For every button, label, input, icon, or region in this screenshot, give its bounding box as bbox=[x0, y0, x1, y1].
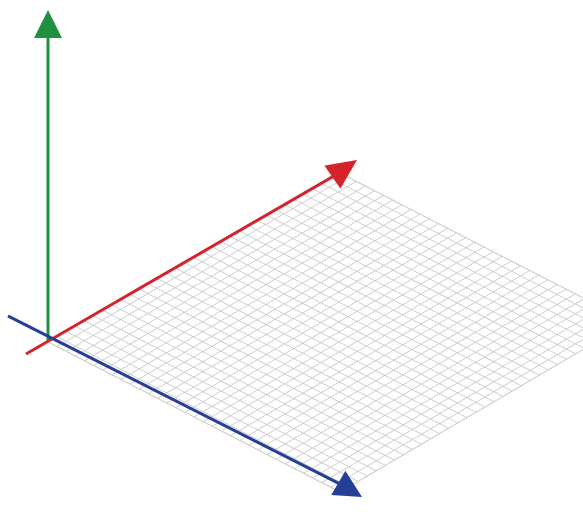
grid-line-v bbox=[292, 198, 583, 349]
grid-line-v bbox=[192, 256, 486, 408]
grid-line-v bbox=[229, 235, 522, 387]
grid-line-v bbox=[111, 304, 404, 456]
horizontal-arrowhead-icon bbox=[331, 470, 362, 497]
depth-axis bbox=[25, 160, 357, 356]
grid-line-v bbox=[328, 176, 583, 309]
grid-line-u bbox=[339, 348, 583, 493]
grid-line-v bbox=[129, 293, 422, 445]
grid-line-v bbox=[56, 336, 350, 488]
grid-line-v bbox=[84, 320, 377, 472]
grid-line-v bbox=[319, 182, 583, 319]
grid-line-v bbox=[274, 208, 567, 360]
grid-line-v bbox=[310, 187, 583, 329]
grid-line-v bbox=[147, 283, 440, 434]
grid-line-v bbox=[120, 299, 413, 450]
grid-line-v bbox=[247, 224, 540, 376]
grid-line-v bbox=[183, 261, 477, 413]
grid-line-v bbox=[102, 309, 395, 461]
grid-line-v bbox=[301, 192, 583, 339]
grid-line-v bbox=[165, 272, 458, 424]
axes-group bbox=[7, 10, 362, 497]
grid-line-v bbox=[201, 251, 495, 403]
grid-line-v bbox=[283, 203, 576, 355]
grid-plane bbox=[47, 171, 583, 493]
grid-line-v bbox=[256, 219, 549, 371]
grid-line-v bbox=[337, 171, 583, 299]
vertical-arrowhead-icon bbox=[34, 10, 62, 38]
grid-line-v bbox=[65, 331, 359, 482]
grid-line-u bbox=[321, 329, 583, 483]
horizontal-axis bbox=[7, 314, 362, 497]
grid-line-v bbox=[220, 240, 513, 392]
grid-line-v bbox=[265, 214, 558, 365]
grid-line-v bbox=[174, 267, 468, 418]
vertical-axis bbox=[34, 10, 62, 342]
horizontal-axis-line bbox=[7, 314, 341, 486]
depth-axis-line bbox=[25, 174, 335, 356]
grid-line-v bbox=[47, 341, 341, 493]
grid-line-v bbox=[210, 246, 504, 397]
grid-line-v bbox=[138, 288, 431, 440]
grid-line-v bbox=[93, 315, 386, 466]
grid-line-v bbox=[75, 325, 368, 477]
grid-line-v bbox=[238, 230, 531, 381]
grid-line-v bbox=[156, 277, 449, 429]
depth-arrowhead-icon bbox=[324, 160, 357, 189]
